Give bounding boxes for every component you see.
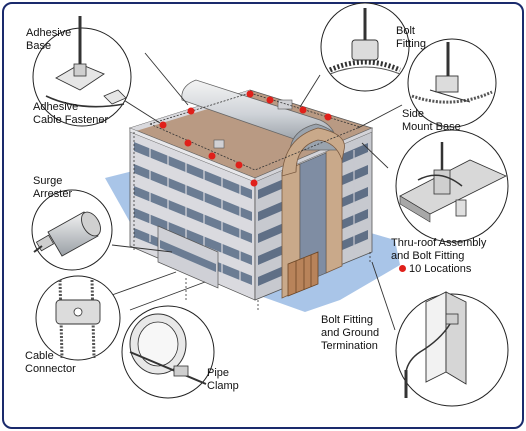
entrance-doors [295,255,312,293]
label-line: and Ground [321,327,380,339]
label-line: Fitting [396,38,426,50]
marker [250,179,258,187]
marker [208,152,216,160]
down-conductors [133,132,371,310]
detail-pipe-clamp [121,305,215,399]
detail-ground-termination [395,291,509,407]
label-adhesive-cable-fastener: Adhesive Cable Fastener [33,101,108,127]
label-line: Clamp [207,380,239,392]
marker [299,106,307,114]
marker [324,113,332,121]
label-line: Adhesive [26,27,72,39]
label-line: and Bolt Fitting [391,250,465,262]
marker [235,161,243,169]
building [128,79,374,310]
label-adhesive-base: Adhesive Base [26,27,71,53]
detail-cable-connector [35,275,121,361]
label-line: Bolt Fitting [321,314,373,326]
label-surge-arrester: Surge Arrester [33,175,72,201]
label-line: Thru-roof Assembly [391,237,487,249]
detail-side-mount-base [407,38,497,128]
marker [187,107,195,115]
label-line: Side [402,108,425,120]
label-line: Termination [321,340,378,352]
marker [246,90,254,98]
marker [266,96,274,104]
label-line: Adhesive [33,101,79,113]
label-line: Cable Fastener [33,114,109,126]
label-line: Mount Base [402,121,461,133]
label-line: Pipe [207,367,230,379]
label-bolt-fitting: Bolt Fitting [396,25,426,51]
label-line: Surge [33,175,63,187]
entrance [287,251,319,297]
marker [159,121,167,129]
label-line: Connector [25,363,76,375]
legend-marker-dot [399,265,406,272]
air-terminal-markers [159,90,332,187]
roof-unit [213,139,225,149]
roof-unit [277,99,293,110]
label-ground-termination: Bolt Fitting and Ground Termination [321,314,379,353]
atrium-glass [299,152,327,285]
legend: 10 Locations [399,263,471,276]
label-side-mount-base: Side Mount Base [402,108,461,134]
label-line: Cable [25,350,54,362]
marker [184,139,192,147]
detail-thru-roof-assembly [395,129,509,243]
label-thru-roof-assembly: Thru-roof Assembly and Bolt Fitting [391,237,486,263]
detail-adhesive-base [32,16,132,127]
legend-text: 10 Locations [409,263,472,275]
label-pipe-clamp: Pipe Clamp [207,367,239,393]
left-wing-windows [160,240,216,272]
label-line: Arrester [33,188,73,200]
label-cable-connector: Cable Connector [25,350,76,376]
detail-bolt-fitting [320,2,410,92]
detail-surge-arrester [31,189,113,271]
label-line: Bolt [396,25,415,37]
label-line: Base [26,40,52,52]
roof-conductors [149,92,361,171]
stair-tower-right [325,140,343,274]
